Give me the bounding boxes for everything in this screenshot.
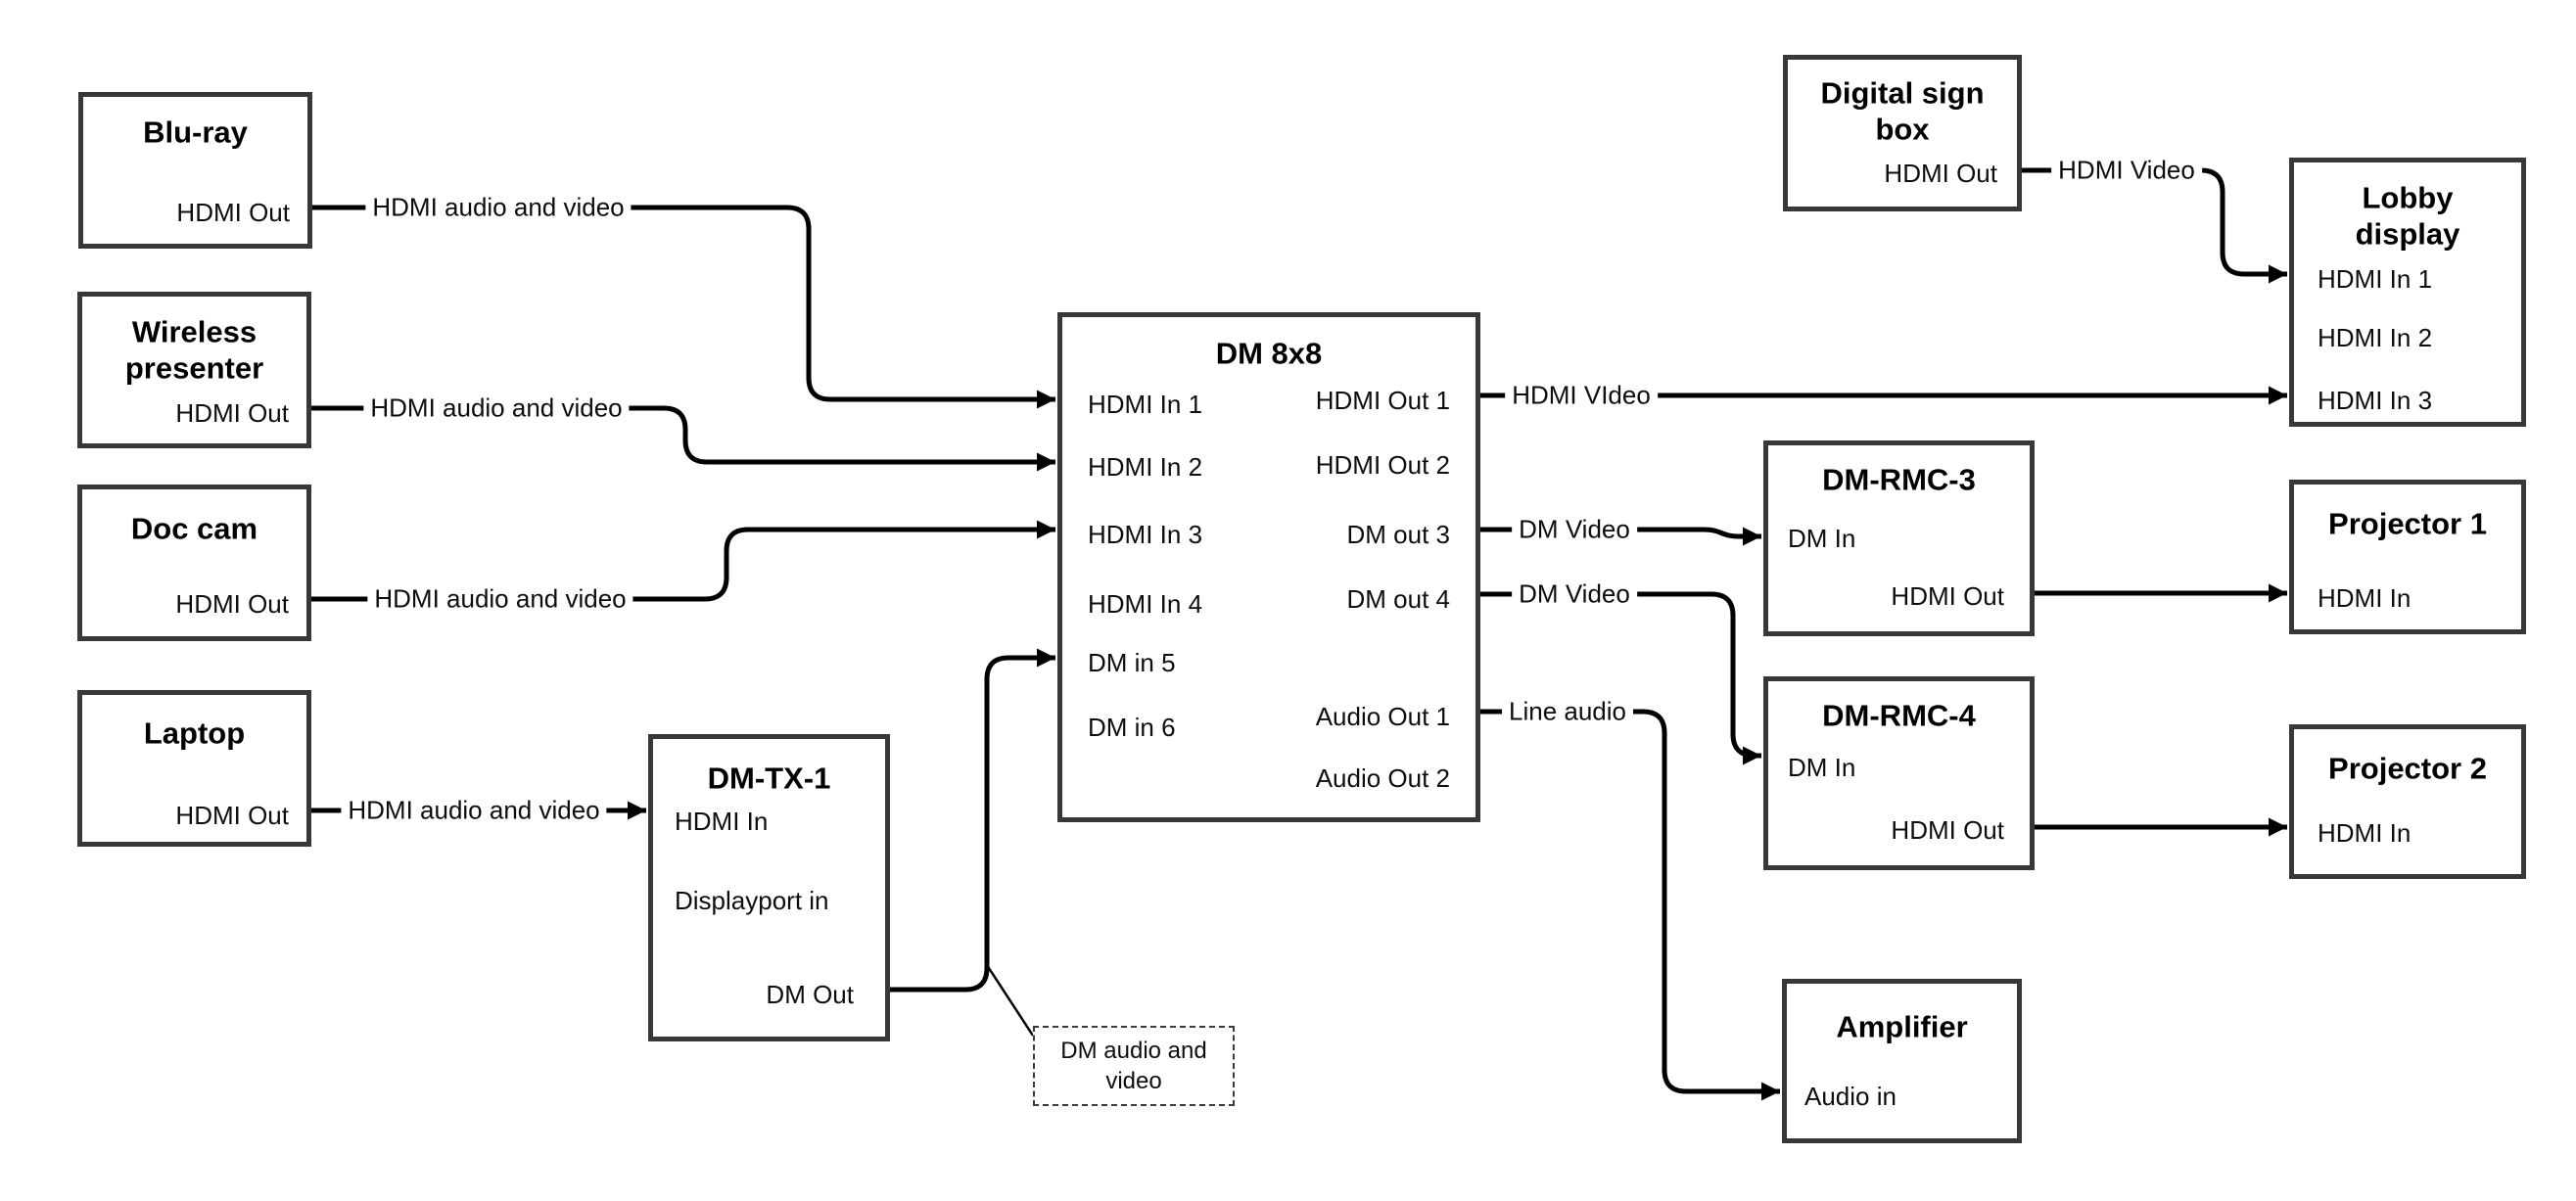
node-bluray-title: Blu-ray xyxy=(143,115,248,150)
node-dmrmc4-title: DM-RMC-4 xyxy=(1822,698,1976,733)
wire-dm8x8-aout1-to-amplifier xyxy=(1480,709,1780,1101)
node-doccam-title: Doc cam xyxy=(130,511,258,546)
node-bluray: Blu-ray HDMI Out xyxy=(78,92,312,249)
port-dmtx1-displayport-in: Displayport in xyxy=(675,886,829,915)
port-dm8x8-audio-out-2: Audio Out 2 xyxy=(1315,763,1450,793)
node-dmrmc3-title: DM-RMC-3 xyxy=(1822,462,1976,497)
node-projector1-title: Projector 1 xyxy=(2328,506,2487,541)
node-dmtx1: DM-TX-1 HDMI In Displayport in DM Out xyxy=(648,734,890,1041)
port-dm8x8-hdmi-in-3: HDMI In 3 xyxy=(1088,520,1203,549)
node-doccam: Doc cam HDMI Out xyxy=(77,485,311,641)
port-bluray-hdmi-out: HDMI Out xyxy=(176,198,290,227)
note-dm-audio-video: DM audio and video xyxy=(1033,1026,1235,1106)
wire-label-hdmi-video-out1: HDMI VIdeo xyxy=(1505,379,1658,412)
node-digital-sign-title: Digital sign box xyxy=(1820,75,1985,146)
wire-label-laptop: HDMI audio and video xyxy=(341,794,607,827)
port-amplifier-audio-in: Audio in xyxy=(1804,1082,1897,1111)
port-dm8x8-hdmi-in-2: HDMI In 2 xyxy=(1088,452,1203,482)
port-laptop-hdmi-out: HDMI Out xyxy=(175,801,289,830)
wire-bluray-to-dm8x8-in1 xyxy=(312,205,1055,409)
node-digital-sign-box: Digital sign box HDMI Out xyxy=(1783,55,2022,211)
wire-wireless-to-dm8x8-in2 xyxy=(311,405,1055,472)
wire-dm8x8-out3-to-rmc3 xyxy=(1480,527,1761,546)
node-dmtx1-title: DM-TX-1 xyxy=(707,761,831,796)
port-dmrmc3-hdmi-out: HDMI Out xyxy=(1891,581,2004,611)
port-lobby-hdmi-in-2: HDMI In 2 xyxy=(2318,323,2433,352)
port-dm8x8-hdmi-in-1: HDMI In 1 xyxy=(1088,390,1203,419)
wire-label-doccam: HDMI audio and video xyxy=(367,582,633,616)
port-projector2-hdmi-in: HDMI In xyxy=(2318,818,2412,848)
node-projector2: Projector 2 HDMI In xyxy=(2289,724,2526,879)
node-dmrmc3: DM-RMC-3 DM In HDMI Out xyxy=(1763,440,2035,636)
port-projector1-hdmi-in: HDMI In xyxy=(2318,583,2412,613)
wire-dmtx1-to-dm8x8-in5 xyxy=(890,648,1055,993)
wire-doccam-to-dm8x8-in3 xyxy=(311,520,1055,602)
port-dm8x8-dm-in-6: DM in 6 xyxy=(1088,713,1176,742)
port-dmrmc4-hdmi-out: HDMI Out xyxy=(1891,815,2004,845)
node-laptop-title: Laptop xyxy=(143,716,246,751)
port-doccam-hdmi-out: HDMI Out xyxy=(175,589,289,619)
port-dmrmc4-dm-in: DM In xyxy=(1788,753,1856,782)
port-dm8x8-hdmi-in-4: HDMI In 4 xyxy=(1088,589,1203,619)
port-dmtx1-hdmi-in: HDMI In xyxy=(675,807,769,836)
port-dmrmc3-dm-in: DM In xyxy=(1788,524,1856,553)
node-dmrmc4: DM-RMC-4 DM In HDMI Out xyxy=(1763,676,2035,870)
port-dm8x8-audio-out-1: Audio Out 1 xyxy=(1315,702,1450,731)
wire-label-dm-video-out4: DM Video xyxy=(1512,577,1637,611)
port-wireless-hdmi-out: HDMI Out xyxy=(175,398,289,428)
node-wireless-title: Wireless presenter xyxy=(124,314,264,385)
wire-dm8x8-out4-to-rmc4 xyxy=(1480,591,1761,765)
port-lobby-hdmi-in-1: HDMI In 1 xyxy=(2318,264,2433,294)
port-dm8x8-hdmi-out-1: HDMI Out 1 xyxy=(1315,386,1450,415)
node-lobby-display: Lobby display HDMI In 1 HDMI In 2 HDMI I… xyxy=(2289,158,2526,427)
port-dm8x8-dm-out-3: DM out 3 xyxy=(1346,520,1451,549)
port-dm8x8-dm-in-5: DM in 5 xyxy=(1088,648,1176,677)
wire-sign-to-lobby-in1 xyxy=(2022,167,2287,284)
node-amplifier-title: Amplifier xyxy=(1836,1009,1968,1044)
wire-label-line-audio: Line audio xyxy=(1502,695,1633,728)
wire-label-bluray: HDMI audio and video xyxy=(365,191,632,224)
wire-label-dm-video-out3: DM Video xyxy=(1512,513,1637,546)
node-projector1: Projector 1 HDMI In xyxy=(2289,480,2526,634)
node-dm8x8-title: DM 8x8 xyxy=(1215,336,1323,371)
port-dmtx1-dm-out: DM Out xyxy=(766,980,854,1009)
node-lobby-title: Lobby display xyxy=(2355,180,2460,251)
port-digital-sign-hdmi-out: HDMI Out xyxy=(1884,159,1997,188)
node-laptop: Laptop HDMI Out xyxy=(77,690,311,847)
port-lobby-hdmi-in-3: HDMI In 3 xyxy=(2318,386,2433,415)
node-wireless-presenter: Wireless presenter HDMI Out xyxy=(77,292,311,448)
node-projector2-title: Projector 2 xyxy=(2328,751,2487,786)
wire-label-wireless: HDMI audio and video xyxy=(363,392,630,425)
wire-label-hdmi-video-sign: HDMI Video xyxy=(2051,154,2202,187)
node-amplifier: Amplifier Audio in xyxy=(1782,979,2022,1143)
port-dm8x8-dm-out-4: DM out 4 xyxy=(1346,584,1451,614)
node-dm8x8: DM 8x8 HDMI In 1 HDMI In 2 HDMI In 3 HDM… xyxy=(1057,312,1480,822)
note-leader-line xyxy=(985,964,1035,1037)
port-dm8x8-hdmi-out-2: HDMI Out 2 xyxy=(1315,450,1450,480)
